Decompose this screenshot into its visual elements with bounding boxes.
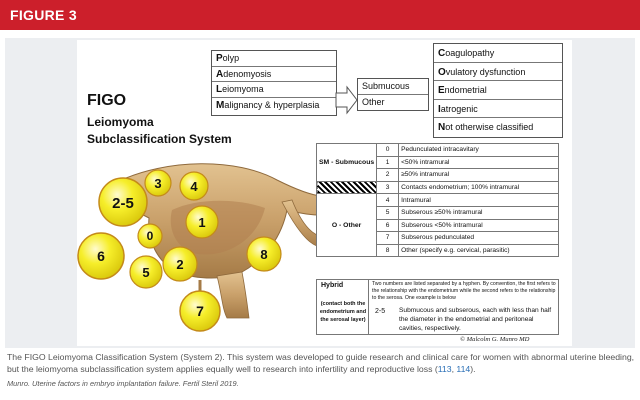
classification-table: SM - Submucous 0 Pedunculated intracavit…	[316, 143, 559, 257]
coein-box: Coagulopathy Ovulatory dysfunction Endom…	[433, 43, 563, 138]
citation: Munro. Uterine factors in embryo implant…	[7, 379, 239, 388]
svg-text:3: 3	[154, 176, 161, 191]
hybrid-label: Hybrid	[321, 282, 343, 289]
palm-leiomyoma: Leiomyoma	[212, 82, 336, 98]
other-label: Other	[358, 95, 428, 111]
arrow-icon	[335, 85, 359, 115]
subclassification-title: Subclassification System	[87, 132, 232, 146]
reference-link-114[interactable]: 114	[456, 364, 470, 374]
fibroid-0: 0	[138, 224, 162, 248]
fibroid-8: 8	[247, 237, 281, 271]
hybrid-subtext: (contact both the endometrium and the se…	[319, 300, 367, 324]
table-row: 3 Contacts endometrium; 100% intramural	[317, 181, 559, 194]
sm-category: SM - Submucous	[317, 144, 377, 182]
figure-caption: The FIGO Leiomyoma Classification System…	[7, 352, 635, 375]
fibroid-1: 1	[186, 206, 218, 238]
svg-text:1: 1	[198, 215, 205, 230]
leiomyoma-title: Leiomyoma	[87, 115, 154, 129]
svg-text:0: 0	[147, 229, 154, 243]
fibroid-3: 3	[145, 170, 171, 196]
figure-header: FIGURE 3	[0, 0, 640, 30]
palm-box: Polyp Adenomyosis Leiomyoma Malignancy &…	[211, 50, 337, 116]
fibroid-2-5: 2-5	[99, 178, 147, 226]
svg-text:5: 5	[142, 265, 149, 280]
fibroid-6: 6	[78, 233, 124, 279]
coein-coagulopathy: Coagulopathy	[434, 44, 562, 63]
author-signature: © Malcolm G. Munro MD	[460, 336, 529, 343]
hybrid-left-cell: Hybrid (contact both the endometrium and…	[317, 280, 369, 334]
fibroid-2: 2	[163, 247, 197, 281]
hybrid-box: Hybrid (contact both the endometrium and…	[316, 279, 559, 335]
coein-not-classified: Not otherwise classified	[434, 118, 562, 137]
svg-text:4: 4	[190, 179, 198, 194]
fibroid-7: 7	[180, 280, 220, 331]
table-row: SM - Submucous 0 Pedunculated intracavit…	[317, 144, 559, 157]
svg-text:7: 7	[196, 303, 204, 319]
svg-text:2-5: 2-5	[112, 195, 134, 212]
figure-card: 2-5 3 4 1 0 6 5 2	[77, 40, 572, 346]
table-row: O - Other 4 Intramural	[317, 194, 559, 207]
submucous-label: Submucous	[358, 79, 428, 95]
coein-iatrogenic: Iatrogenic	[434, 100, 562, 119]
fibroid-5: 5	[130, 256, 162, 288]
hybrid-note: Two numbers are listed separated by a hy…	[372, 281, 557, 302]
reference-link-113[interactable]: 113	[438, 364, 452, 374]
hatched-cell	[317, 181, 377, 194]
hybrid-description: Submucous and subserous, each with less …	[399, 306, 557, 333]
other-category: O - Other	[317, 194, 377, 257]
svg-text:2: 2	[176, 257, 183, 272]
palm-adenomyosis: Adenomyosis	[212, 67, 336, 83]
palm-malignancy: Malignancy & hyperplasia	[212, 98, 336, 114]
svg-text:6: 6	[97, 248, 105, 264]
coein-endometrial: Endometrial	[434, 81, 562, 100]
hybrid-code: 2-5	[375, 308, 385, 315]
submucous-other-box: Submucous Other	[357, 78, 429, 111]
fibroid-4: 4	[180, 172, 208, 200]
figure-label: FIGURE 3	[10, 7, 77, 23]
palm-polyp: Polyp	[212, 51, 336, 67]
svg-text:8: 8	[260, 247, 267, 262]
coein-ovulatory: Ovulatory dysfunction	[434, 63, 562, 82]
figo-title: FIGO	[87, 92, 126, 110]
